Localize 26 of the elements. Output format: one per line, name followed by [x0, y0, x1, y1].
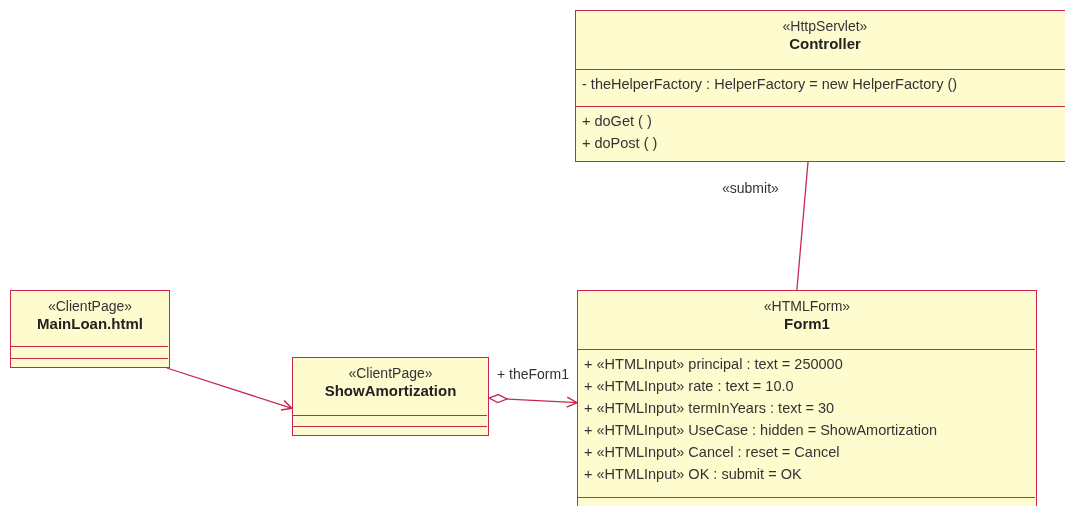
- class-box: [577, 290, 1037, 506]
- connector: [488, 393, 578, 408]
- attribute-text: + «HTMLInput» UseCase : hidden = ShowAmortization: [583, 421, 939, 440]
- class-name: Form1: [783, 315, 831, 333]
- attribute-text: + «HTMLInput» termInYears : text = 30: [583, 399, 836, 418]
- stereotype-label: «HTMLForm»: [762, 297, 852, 315]
- connector: [796, 161, 809, 291]
- operation-text: + doGet ( ): [581, 112, 653, 131]
- attribute-text: + «HTMLInput» Cancel : reset = Cancel: [583, 443, 841, 462]
- class-box: [10, 290, 170, 368]
- class-name: ShowAmortization: [323, 382, 458, 400]
- operation-text: + doPost ( ): [581, 134, 659, 153]
- class-box: [575, 10, 1065, 162]
- attribute-text: + «HTMLInput» rate : text = 10.0: [583, 377, 795, 396]
- class-name: MainLoan.html: [36, 315, 144, 333]
- stereotype-label: «ClientPage»: [347, 364, 434, 382]
- stereotype-label: «ClientPage»: [46, 297, 134, 315]
- stereotype-label: «HttpServlet»: [781, 17, 869, 35]
- class-name: Controller: [788, 35, 862, 53]
- attribute-text: + «HTMLInput» OK : submit = OK: [583, 465, 803, 484]
- attribute-text: - theHelperFactory : HelperFactory = new HelperFactory (): [581, 75, 959, 94]
- edge-label: + theForm1: [497, 366, 569, 382]
- edge-label: «submit»: [722, 180, 779, 196]
- class-box: [292, 357, 489, 436]
- connector: [166, 367, 293, 411]
- attribute-text: + «HTMLInput» principal : text = 250000: [583, 355, 844, 374]
